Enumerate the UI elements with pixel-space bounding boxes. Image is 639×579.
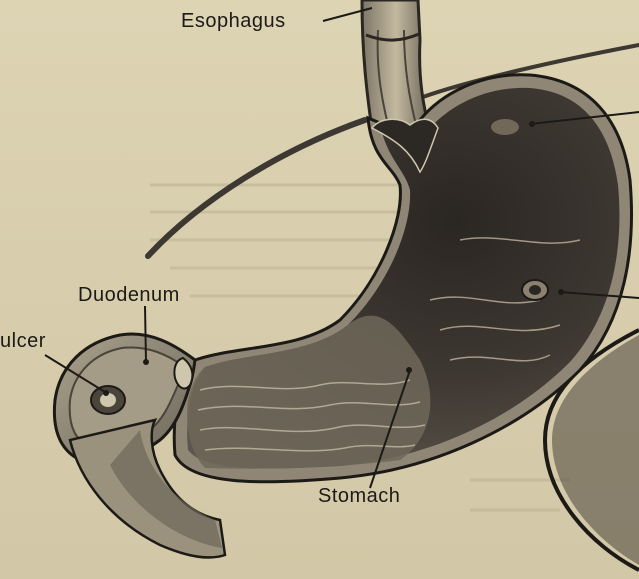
gastric-ulcer-core — [529, 285, 541, 295]
leader-line-duodenum — [145, 306, 146, 362]
label-ulcer: ulcer — [0, 331, 46, 351]
label-stomach: Stomach — [318, 486, 400, 506]
label-esophagus: Esophagus — [181, 11, 286, 31]
fundus-lesion — [491, 119, 519, 135]
label-duodenum: Duodenum — [78, 285, 180, 305]
esophagus-tube — [362, 0, 430, 130]
